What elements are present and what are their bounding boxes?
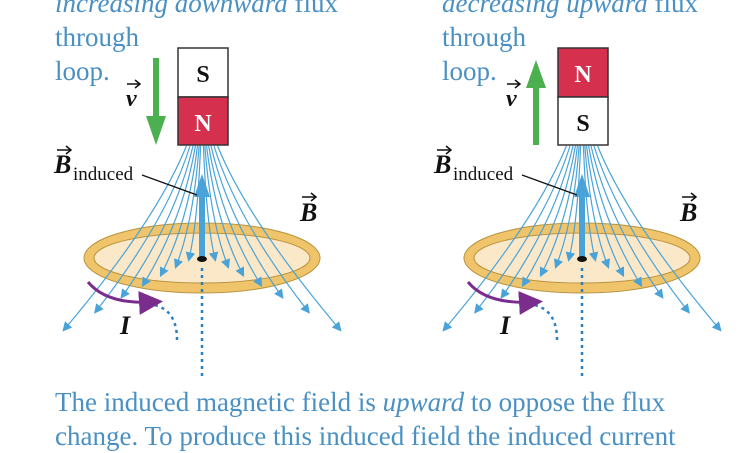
- left-field-line: [94, 145, 191, 314]
- right-current-arrow: [466, 281, 543, 315]
- right-b-induced-label: B: [433, 150, 451, 179]
- left-field-line: [213, 145, 310, 314]
- left-b-induced-label: B: [53, 150, 71, 179]
- right-vector-arrow-icon: [507, 79, 522, 89]
- left-field-line: [62, 145, 187, 332]
- right-velocity-label: v: [506, 86, 517, 112]
- left-induced-field-arrow-shaft: [199, 195, 205, 257]
- right-field-line: [584, 145, 610, 269]
- right-velocity-arrow-shaft: [533, 85, 539, 145]
- right-dotted-leader: [533, 303, 559, 341]
- left-caption: increasing downward flux through loop.: [55, 0, 338, 88]
- right-caption-italic: decreasing upward: [442, 0, 648, 18]
- footer-line1-a: The induced magnetic field is: [55, 387, 383, 417]
- left-field-line: [174, 145, 200, 269]
- right-field-line: [590, 145, 664, 299]
- right-magnet-top-pole: [557, 47, 609, 98]
- left-b-induced-subscript: induced: [73, 164, 134, 185]
- left-field-line: [202, 145, 219, 262]
- right-field-line: [521, 145, 576, 288]
- right-caption: decreasing upward flux through loop.: [442, 0, 698, 88]
- right-induced-field-arrow-shaft: [579, 195, 585, 257]
- left-field-line: [208, 145, 263, 288]
- left-b-induced-leader: [141, 174, 198, 196]
- right-field-line: [597, 145, 722, 332]
- right-field-line: [585, 145, 625, 278]
- right-vector-arrow-icon: [682, 192, 698, 202]
- left-induced-field-arrow-head: [194, 174, 210, 197]
- right-b-field-label: B: [679, 198, 697, 227]
- right-field-line: [474, 145, 571, 314]
- right-field-line: [500, 145, 574, 299]
- left-field-line: [205, 145, 245, 278]
- left-velocity-arrow-head: [146, 116, 166, 145]
- left-caption-line2: through: [55, 22, 139, 52]
- right-b-induced-leader: [521, 174, 578, 196]
- right-magnet-bottom-label: S: [576, 111, 589, 137]
- left-vector-arrow-icon: [57, 145, 73, 155]
- left-field-line: [120, 145, 194, 299]
- left-field-line: [159, 145, 199, 278]
- right-caption-line2: through: [442, 22, 526, 52]
- footer-line1-italic: upward: [382, 387, 465, 417]
- left-current-label: I: [119, 311, 131, 340]
- left-current-arrow: [86, 281, 163, 315]
- left-caption-italic: increasing downward: [55, 0, 288, 18]
- right-field-line: [442, 145, 567, 332]
- left-magnet-top-pole: [177, 47, 229, 98]
- left-vector-arrow-icon: [127, 79, 142, 89]
- right-field-line: [588, 145, 643, 288]
- left-caption-line3: loop.: [55, 56, 110, 86]
- right-velocity-arrow-head: [526, 60, 546, 88]
- right-b-induced-subscript: induced: [453, 164, 514, 185]
- right-vector-arrow-icon: [437, 145, 453, 155]
- right-caption-line3: loop.: [442, 56, 497, 86]
- left-caption-rest: flux: [287, 0, 339, 18]
- right-current-label: I: [499, 311, 511, 340]
- left-velocity-arrow-shaft: [153, 58, 159, 118]
- right-field-line: [565, 145, 582, 262]
- left-magnet-bottom-label: N: [194, 111, 212, 137]
- footer-line2: change. To produce this induced field th…: [55, 421, 676, 451]
- left-field-line: [185, 145, 202, 262]
- left-field-line: [204, 145, 230, 269]
- left-velocity-label: v: [126, 86, 137, 112]
- left-dotted-leader: [153, 303, 179, 341]
- left-b-field-label: B: [299, 198, 317, 227]
- right-magnet-bottom-pole: [557, 96, 609, 146]
- right-caption-rest: flux: [647, 0, 698, 18]
- left-magnet-top-label: S: [196, 62, 209, 88]
- left-vector-arrow-icon: [302, 192, 318, 202]
- footer-line1-b: to oppose the flux: [464, 387, 666, 417]
- right-magnet-top-label: N: [574, 62, 592, 88]
- right-field-line: [593, 145, 690, 314]
- footer-text: The induced magnetic field is upward to …: [55, 385, 676, 453]
- left-field-line: [217, 145, 342, 332]
- left-field-line: [141, 145, 196, 288]
- left-magnet-bottom-pole: [177, 96, 229, 146]
- right-field-line: [554, 145, 580, 269]
- right-induced-field-arrow-head: [574, 174, 590, 197]
- right-field-line: [582, 145, 599, 262]
- left-field-line: [210, 145, 284, 299]
- left-loop-center-dot: [197, 256, 207, 262]
- right-field-line: [539, 145, 579, 278]
- right-loop-center-dot: [577, 256, 587, 262]
